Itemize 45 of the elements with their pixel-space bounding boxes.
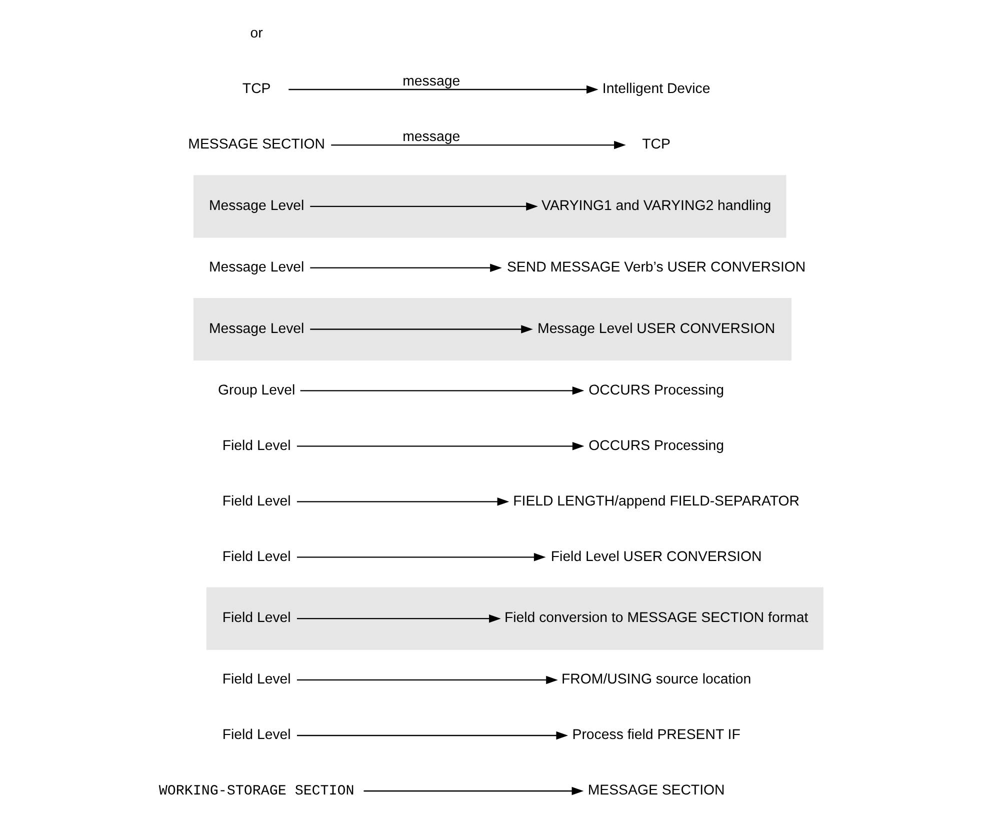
arrow [296,614,501,623]
arrow [296,676,558,684]
node-text: Field Level [222,493,291,510]
node-text: TCP [242,81,271,98]
arrow [296,553,546,562]
cluster [193,175,786,238]
node-text: Field Level [222,610,291,626]
node-text: Field Level [222,727,291,744]
node-text: Message Level [208,260,304,276]
node-text: MESSAGE SECTION [588,782,725,799]
arrow [296,731,568,740]
node-text: OCCURS Processing [588,438,724,454]
node-text: Field Level [222,438,291,454]
node-text: SEND MESSAGE Verb’s USER CONVERSION [506,260,806,276]
node-text: Group Level [218,382,296,398]
node-text: Field Level [222,548,291,565]
arrow [310,202,538,211]
node-text: Field conversion to MESSAGE SECTION format [504,610,808,626]
node-text: Message Level [208,320,304,337]
arrow [300,386,584,395]
node-text: MESSAGE SECTION [188,136,326,153]
arrow [310,325,533,334]
cluster [206,587,824,650]
label: or [250,26,263,42]
node-text: WORKING-STORAGE SECTION [158,784,354,800]
node-text: OCCURS Processing [588,382,724,398]
node-text: Message Level [208,198,304,214]
node-text: FIELD LENGTH/append FIELD-SEPARATOR [513,493,800,510]
cluster [193,298,792,361]
arrow [331,140,626,150]
arrow [364,786,584,796]
node-text: Intelligent Device [602,81,710,98]
edge-label: message [402,74,460,90]
arrow [310,264,502,272]
edge-label: message [402,129,460,146]
node-text: TCP [642,136,670,153]
arrow [296,498,510,506]
node-text: VARYING1 and VARYING2 handling [542,198,772,214]
node-text: Field Level [222,672,291,688]
node-text: Process field PRESENT IF [572,727,740,744]
arrow [296,442,584,450]
node-text: Message Level USER CONVERSION [538,320,776,337]
node-text: Field Level USER CONVERSION [550,548,762,565]
node-text: FROM/USING source location [562,672,752,688]
arrow [288,85,598,94]
